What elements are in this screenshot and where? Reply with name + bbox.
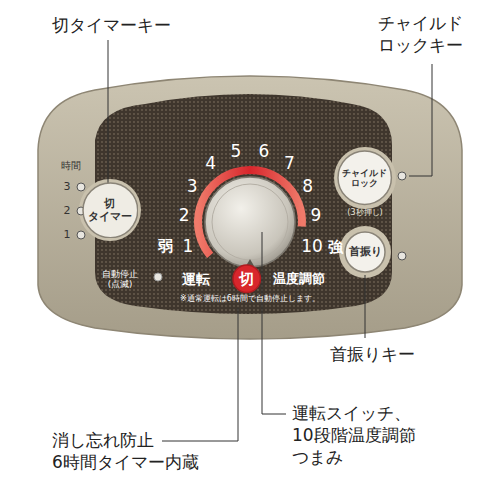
off-mark: 切 — [232, 264, 261, 293]
button-halo — [334, 147, 396, 209]
button-shape — [345, 232, 385, 272]
leader-line — [365, 275, 366, 338]
callout-label: 運転スイッチ、 10段階温度調節 つまみ — [292, 402, 416, 468]
dial-number: 8 — [302, 177, 313, 197]
led — [77, 183, 85, 191]
dial-number: 9 — [310, 207, 321, 227]
button-text-wrap: 首振り — [344, 231, 386, 273]
callout-label: 消し忘れ防止 6時間タイマー内蔵 — [52, 429, 199, 473]
timer-hours: 1 — [64, 229, 71, 242]
dial-number: 4 — [205, 154, 216, 174]
dial-number: 6 — [259, 142, 270, 162]
button-shape — [83, 183, 138, 238]
callout-label: 首振りキー — [330, 343, 415, 365]
dial-number: 10 — [301, 237, 323, 257]
led — [398, 172, 406, 180]
button-label: 切 — [239, 270, 254, 288]
button-shape — [233, 265, 260, 292]
button-halo — [339, 226, 391, 278]
button-text-wrap: 切 — [232, 264, 261, 293]
indicator-label: 時間 — [61, 160, 81, 172]
dial-number: 5 — [231, 142, 242, 162]
leader-line — [162, 308, 238, 441]
child-lock-button: チャイルド ロック — [337, 150, 392, 205]
switch-label: 運転 — [182, 271, 210, 287]
dial-knob — [205, 177, 295, 267]
led — [154, 273, 162, 281]
panel-note: ※通常運転は6時間で自動停止します。 — [180, 294, 320, 303]
callout-label: 切タイマーキー — [52, 14, 171, 36]
button-text-wrap: チャイルド ロック — [337, 150, 392, 205]
button-label: チャイルド ロック — [342, 168, 387, 188]
dial-end-label: 強 — [328, 239, 343, 256]
callout-label: チャイルド ロックキー — [378, 12, 463, 56]
dial-number: 7 — [284, 154, 295, 174]
leader-line — [262, 232, 286, 414]
button-text-wrap: 切 タイマー — [82, 182, 139, 239]
dial-number: 1 — [183, 237, 194, 257]
button-label: 切 タイマー — [88, 197, 132, 222]
button-label: 首振り — [349, 245, 382, 258]
button-halo — [79, 179, 141, 241]
dial-end-label: 弱 — [158, 238, 173, 255]
leader-line — [108, 40, 109, 183]
led — [77, 231, 85, 239]
dial-number: 2 — [179, 207, 190, 227]
swing-button: 首振り — [344, 231, 386, 273]
leader-line — [409, 64, 432, 176]
dial-number: 3 — [187, 177, 198, 197]
button-shape — [338, 151, 391, 204]
timer-button: 切 タイマー — [82, 182, 139, 239]
timer-hours: 3 — [64, 181, 71, 194]
timer-hours: 2 — [64, 205, 71, 218]
led — [398, 252, 406, 260]
switch-label: 温度調節 — [273, 272, 325, 287]
indicator-label: 自動停止 (点滅) — [102, 270, 138, 290]
panel-body — [38, 76, 462, 339]
knob-ring — [212, 184, 288, 260]
button-note: (3秒押し) — [347, 208, 382, 217]
